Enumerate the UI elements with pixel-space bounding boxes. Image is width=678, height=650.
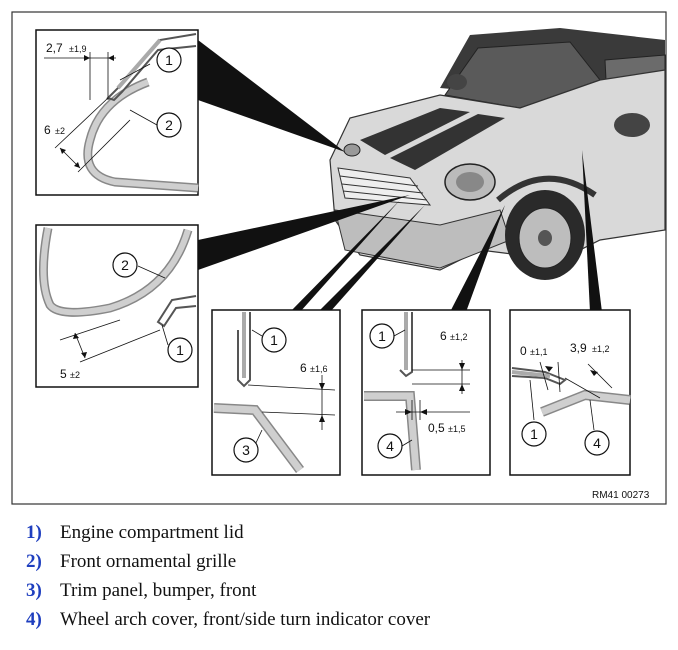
figure-diagram: 1 2 2,7 ±1,9 6 ±2 2 1 5 ±2 <box>11 11 667 505</box>
detail-panel-4: 1 4 6 ±1,2 0,5 ±1,5 <box>361 309 491 476</box>
legend-item: 2) Front ornamental grille <box>26 547 666 576</box>
dim-value: 2,7 <box>46 41 63 55</box>
callout-1: 1 <box>165 52 173 68</box>
callout-2: 2 <box>165 117 173 133</box>
callout-1: 1 <box>530 426 538 442</box>
callout-2: 2 <box>121 257 129 273</box>
callout-3: 3 <box>242 442 250 458</box>
dim-tolerance: ±1,9 <box>69 44 86 54</box>
legend-number: 2) <box>26 551 42 572</box>
legend: 1) Engine compartment lid 2) Front ornamen… <box>26 518 666 634</box>
legend-number: 3) <box>26 580 42 601</box>
callout-4: 4 <box>386 438 394 454</box>
dim-tolerance: ±2 <box>70 370 80 380</box>
legend-text: Front ornamental grille <box>60 551 237 572</box>
dim-tolerance: ±2 <box>55 126 65 136</box>
legend-text: Wheel arch cover, front/side turn indica… <box>60 609 431 630</box>
callout-1: 1 <box>270 332 278 348</box>
detail-panel-5: 1 4 0 ±1,1 3,9 ±1,2 <box>509 309 631 476</box>
dim-value: 0 <box>520 344 527 358</box>
legend-item: 1) Engine compartment lid <box>26 518 666 547</box>
dim-tolerance: ±1,2 <box>450 332 467 342</box>
detail-panel-1: 1 2 2,7 ±1,9 6 ±2 <box>35 29 199 196</box>
legend-item: 3) Trim panel, bumper, front <box>26 576 666 605</box>
dim-tolerance: ±1,2 <box>592 344 609 354</box>
dim-tolerance: ±1,6 <box>310 364 327 374</box>
dim-tolerance: ±1,5 <box>448 424 465 434</box>
dim-value: 6 <box>300 361 307 375</box>
detail-panel-3: 1 3 6 ±1,6 <box>211 309 341 476</box>
callout-1: 1 <box>176 342 184 358</box>
legend-item: 4) Wheel arch cover, front/side turn indi… <box>26 605 666 634</box>
dim-tolerance: ±1,1 <box>530 347 547 357</box>
callout-4: 4 <box>593 435 601 451</box>
detail-panel-2: 2 1 5 ±2 <box>35 224 199 388</box>
dim-value: 5 <box>60 367 67 381</box>
legend-number: 4) <box>26 609 42 630</box>
leader-wedges <box>198 40 602 312</box>
dim-value: 3,9 <box>570 341 587 355</box>
reference-code: RM41 00273 <box>592 490 650 501</box>
legend-number: 1) <box>26 522 42 543</box>
dim-value: 6 <box>440 329 447 343</box>
dim-value: 0,5 <box>428 421 445 435</box>
callout-1: 1 <box>378 328 386 344</box>
dim-value: 6 <box>44 123 51 137</box>
legend-text: Engine compartment lid <box>60 522 244 543</box>
legend-text: Trim panel, bumper, front <box>60 580 257 601</box>
